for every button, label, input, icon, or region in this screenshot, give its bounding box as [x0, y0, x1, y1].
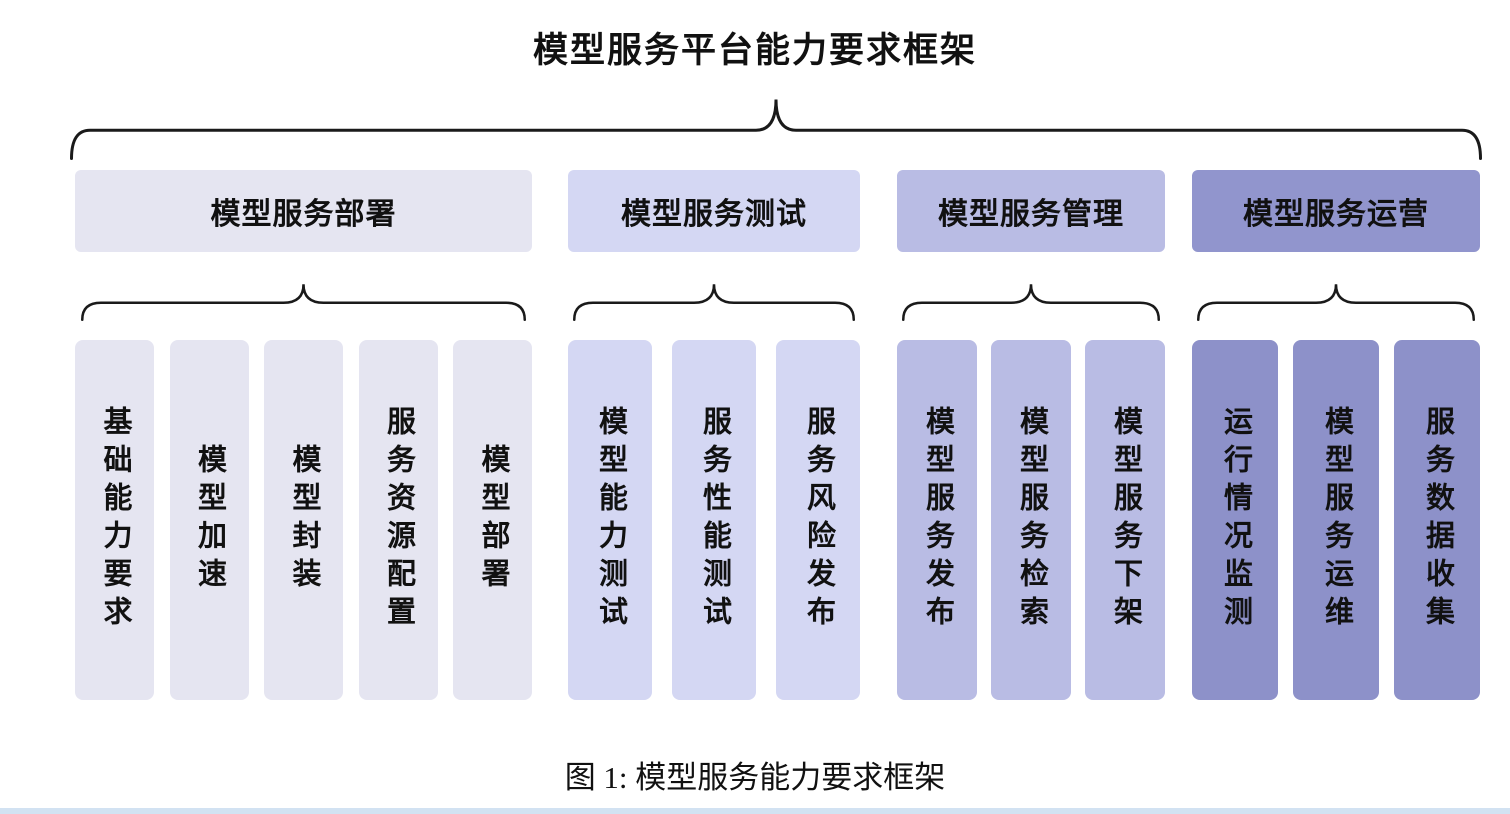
- item-label: 服务性能测试: [698, 406, 731, 634]
- item-label: 服务数据收集: [1421, 406, 1454, 634]
- item-label: 模型服务下架: [1109, 406, 1142, 634]
- group-operation: 模型服务运营 运行情况监测 模型服务运维 服务数据收集: [1192, 170, 1480, 700]
- group-testing-header: 模型服务测试: [568, 170, 860, 252]
- item-box: 模型加速: [169, 340, 249, 700]
- item-box: 模型能力测试: [568, 340, 652, 700]
- group-management-header: 模型服务管理: [897, 170, 1165, 252]
- item-box: 运行情况监测: [1192, 340, 1278, 700]
- item-label: 模型服务检索: [1015, 406, 1048, 634]
- item-label: 基础能力要求: [99, 406, 131, 634]
- item-label: 运行情况监测: [1219, 406, 1252, 634]
- item-box: 模型服务检索: [991, 340, 1071, 700]
- item-label: 模型加速: [193, 444, 226, 596]
- group-deployment-items: 基础能力要求 模型加速 模型封装 服务资源配置 模型部署: [75, 340, 532, 700]
- item-box: 服务性能测试: [672, 340, 756, 700]
- brace-management: [902, 284, 1160, 321]
- group-management-items: 模型服务发布 模型服务检索 模型服务下架: [897, 340, 1165, 700]
- item-box: 模型服务下架: [1085, 340, 1165, 700]
- item-label: 模型能力测试: [594, 406, 627, 634]
- item-box: 基础能力要求: [75, 340, 154, 700]
- item-box: 服务数据收集: [1394, 340, 1480, 700]
- item-label: 服务资源配置: [382, 406, 415, 634]
- figure-caption: 图 1: 模型服务能力要求框架: [564, 760, 946, 795]
- group-testing-items: 模型能力测试 服务性能测试 服务风险发布: [568, 340, 860, 700]
- item-box: 模型封装: [264, 340, 343, 700]
- group-testing: 模型服务测试 模型能力测试 服务性能测试 服务风险发布: [568, 170, 860, 700]
- item-label: 服务风险发布: [802, 406, 835, 634]
- group-operation-items: 运行情况监测 模型服务运维 服务数据收集: [1192, 340, 1480, 700]
- brace-operation: [1197, 284, 1475, 321]
- item-label: 模型服务发布: [921, 406, 954, 634]
- item-box: 模型服务运维: [1293, 340, 1379, 700]
- item-box: 模型服务发布: [897, 340, 977, 700]
- group-deployment: 模型服务部署 基础能力要求 模型加速 模型封装 服务资源配置 模型部署: [75, 170, 532, 700]
- brace-testing: [573, 284, 855, 321]
- group-operation-header: 模型服务运营: [1192, 170, 1480, 252]
- figure-title: 模型服务平台能力要求框架: [532, 31, 977, 70]
- item-box: 模型部署: [453, 340, 532, 700]
- group-deployment-header: 模型服务部署: [75, 170, 532, 252]
- item-box: 服务风险发布: [776, 340, 860, 700]
- brace-top: [70, 99, 1482, 160]
- item-label: 模型部署: [477, 444, 509, 596]
- brace-deployment: [81, 284, 526, 321]
- item-label: 模型封装: [288, 444, 320, 596]
- item-box: 服务资源配置: [358, 340, 438, 700]
- item-label: 模型服务运维: [1320, 406, 1353, 634]
- bottom-divider: [0, 808, 1510, 814]
- group-management: 模型服务管理 模型服务发布 模型服务检索 模型服务下架: [897, 170, 1165, 700]
